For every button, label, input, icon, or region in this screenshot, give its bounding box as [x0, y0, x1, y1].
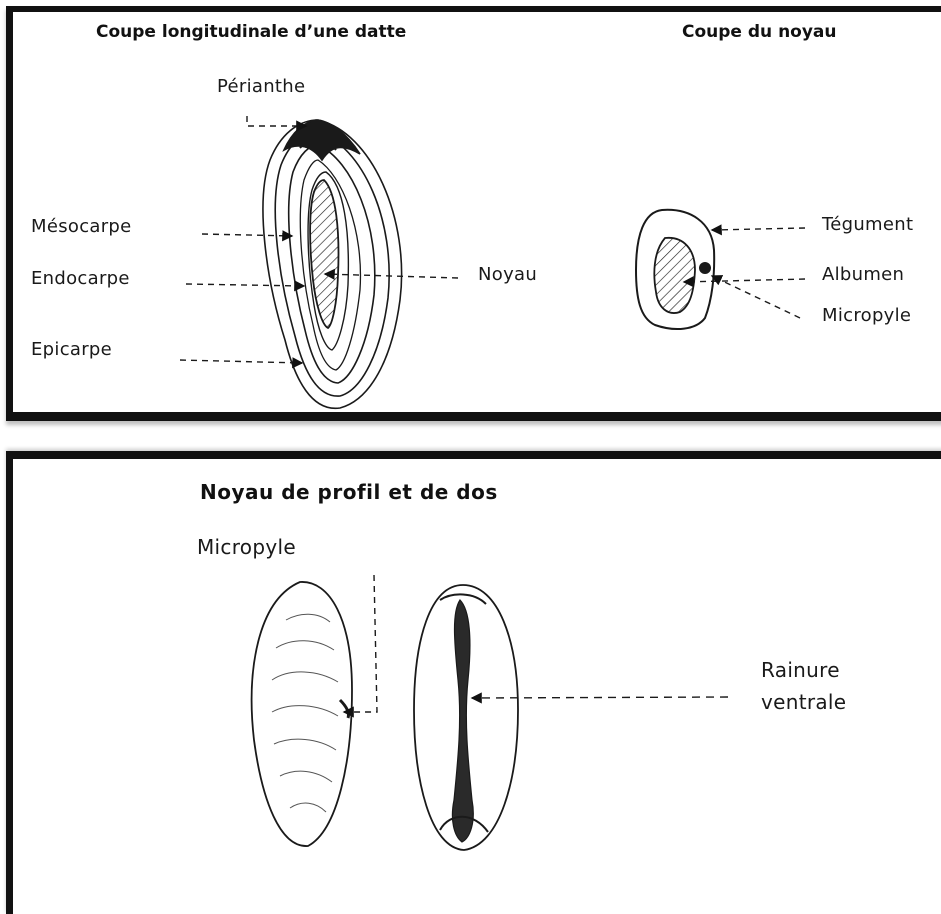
- leader-mesocarpe: [202, 234, 292, 236]
- seed-section-drawing: [636, 210, 714, 329]
- micropyle-dot: [699, 262, 711, 274]
- seed-albumen: [654, 238, 695, 313]
- leader-endocarpe: [186, 284, 304, 286]
- ventral-groove: [452, 600, 473, 842]
- leader-noyau: [325, 274, 458, 278]
- leader-tegument: [712, 228, 805, 230]
- leader-micropyle-top: [712, 276, 800, 318]
- date-section-drawing: [263, 120, 402, 408]
- seed-profile-outline: [252, 582, 352, 846]
- leader-epicarpe: [180, 360, 302, 363]
- seed-dorsal-drawing: [414, 585, 518, 850]
- leader-albumen: [684, 279, 805, 282]
- leader-perianthe: [247, 116, 306, 126]
- seed-profile-drawing: [252, 582, 352, 846]
- rainure-leader: [472, 697, 728, 698]
